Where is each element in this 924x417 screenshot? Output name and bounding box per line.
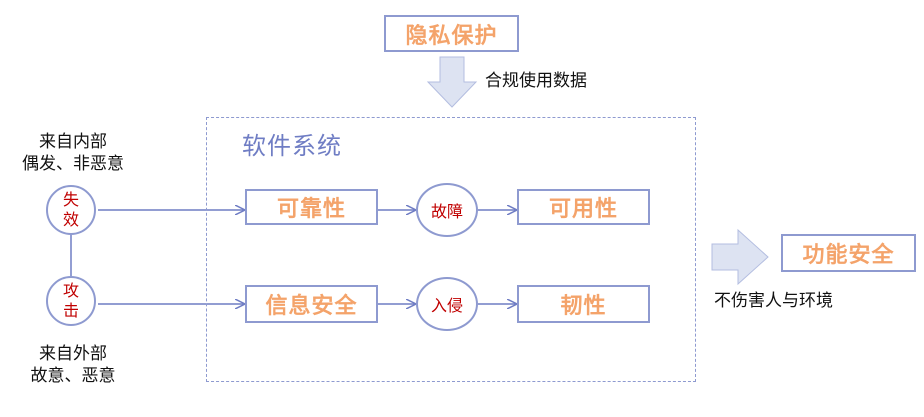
availability-box: 可用性	[517, 189, 650, 225]
resilience-box: 韧性	[517, 285, 650, 323]
reliability-box: 可靠性	[245, 189, 378, 225]
software-system-title: 软件系统	[242, 132, 342, 160]
functional-safety-label: 功能安全	[802, 243, 895, 268]
internal-source-line2: 偶发、非恶意	[22, 154, 124, 174]
privacy-arrow-label: 合规使用数据	[485, 71, 587, 91]
internal-source-line1: 来自内部	[39, 132, 107, 152]
attack-char2: 击	[62, 301, 79, 320]
reliability-label: 可靠性	[276, 197, 346, 222]
intrusion-label: 入侵	[430, 296, 463, 315]
privacy-box-label: 隐私保护	[405, 23, 498, 49]
internal-source-label: 来自内部 偶发、非恶意	[18, 131, 128, 175]
resilience-label: 韧性	[560, 294, 607, 319]
external-source-line1: 来自外部	[39, 344, 107, 364]
intrusion-circle: 入侵	[416, 277, 478, 331]
failure-circle: 失 效	[46, 185, 96, 235]
attack-char1: 攻	[62, 281, 79, 300]
outcome-right-arrow	[711, 228, 769, 286]
fault-circle: 故障	[416, 183, 478, 237]
security-box: 信息安全	[245, 285, 378, 323]
software-system-frame	[206, 117, 696, 382]
failure-char2: 效	[62, 210, 79, 229]
availability-label: 可用性	[548, 197, 618, 222]
attack-circle: 攻 击	[46, 276, 96, 326]
functional-safety-box: 功能安全	[781, 234, 916, 272]
no-harm-label: 不伤害人与环境	[714, 291, 833, 311]
failure-char1: 失	[62, 190, 79, 209]
privacy-down-arrow	[426, 56, 478, 108]
external-source-label: 来自外部 故意、恶意	[18, 343, 128, 387]
external-source-line2: 故意、恶意	[30, 366, 116, 386]
privacy-box: 隐私保护	[384, 15, 519, 52]
security-label: 信息安全	[265, 294, 358, 319]
fault-label: 故障	[430, 202, 463, 221]
